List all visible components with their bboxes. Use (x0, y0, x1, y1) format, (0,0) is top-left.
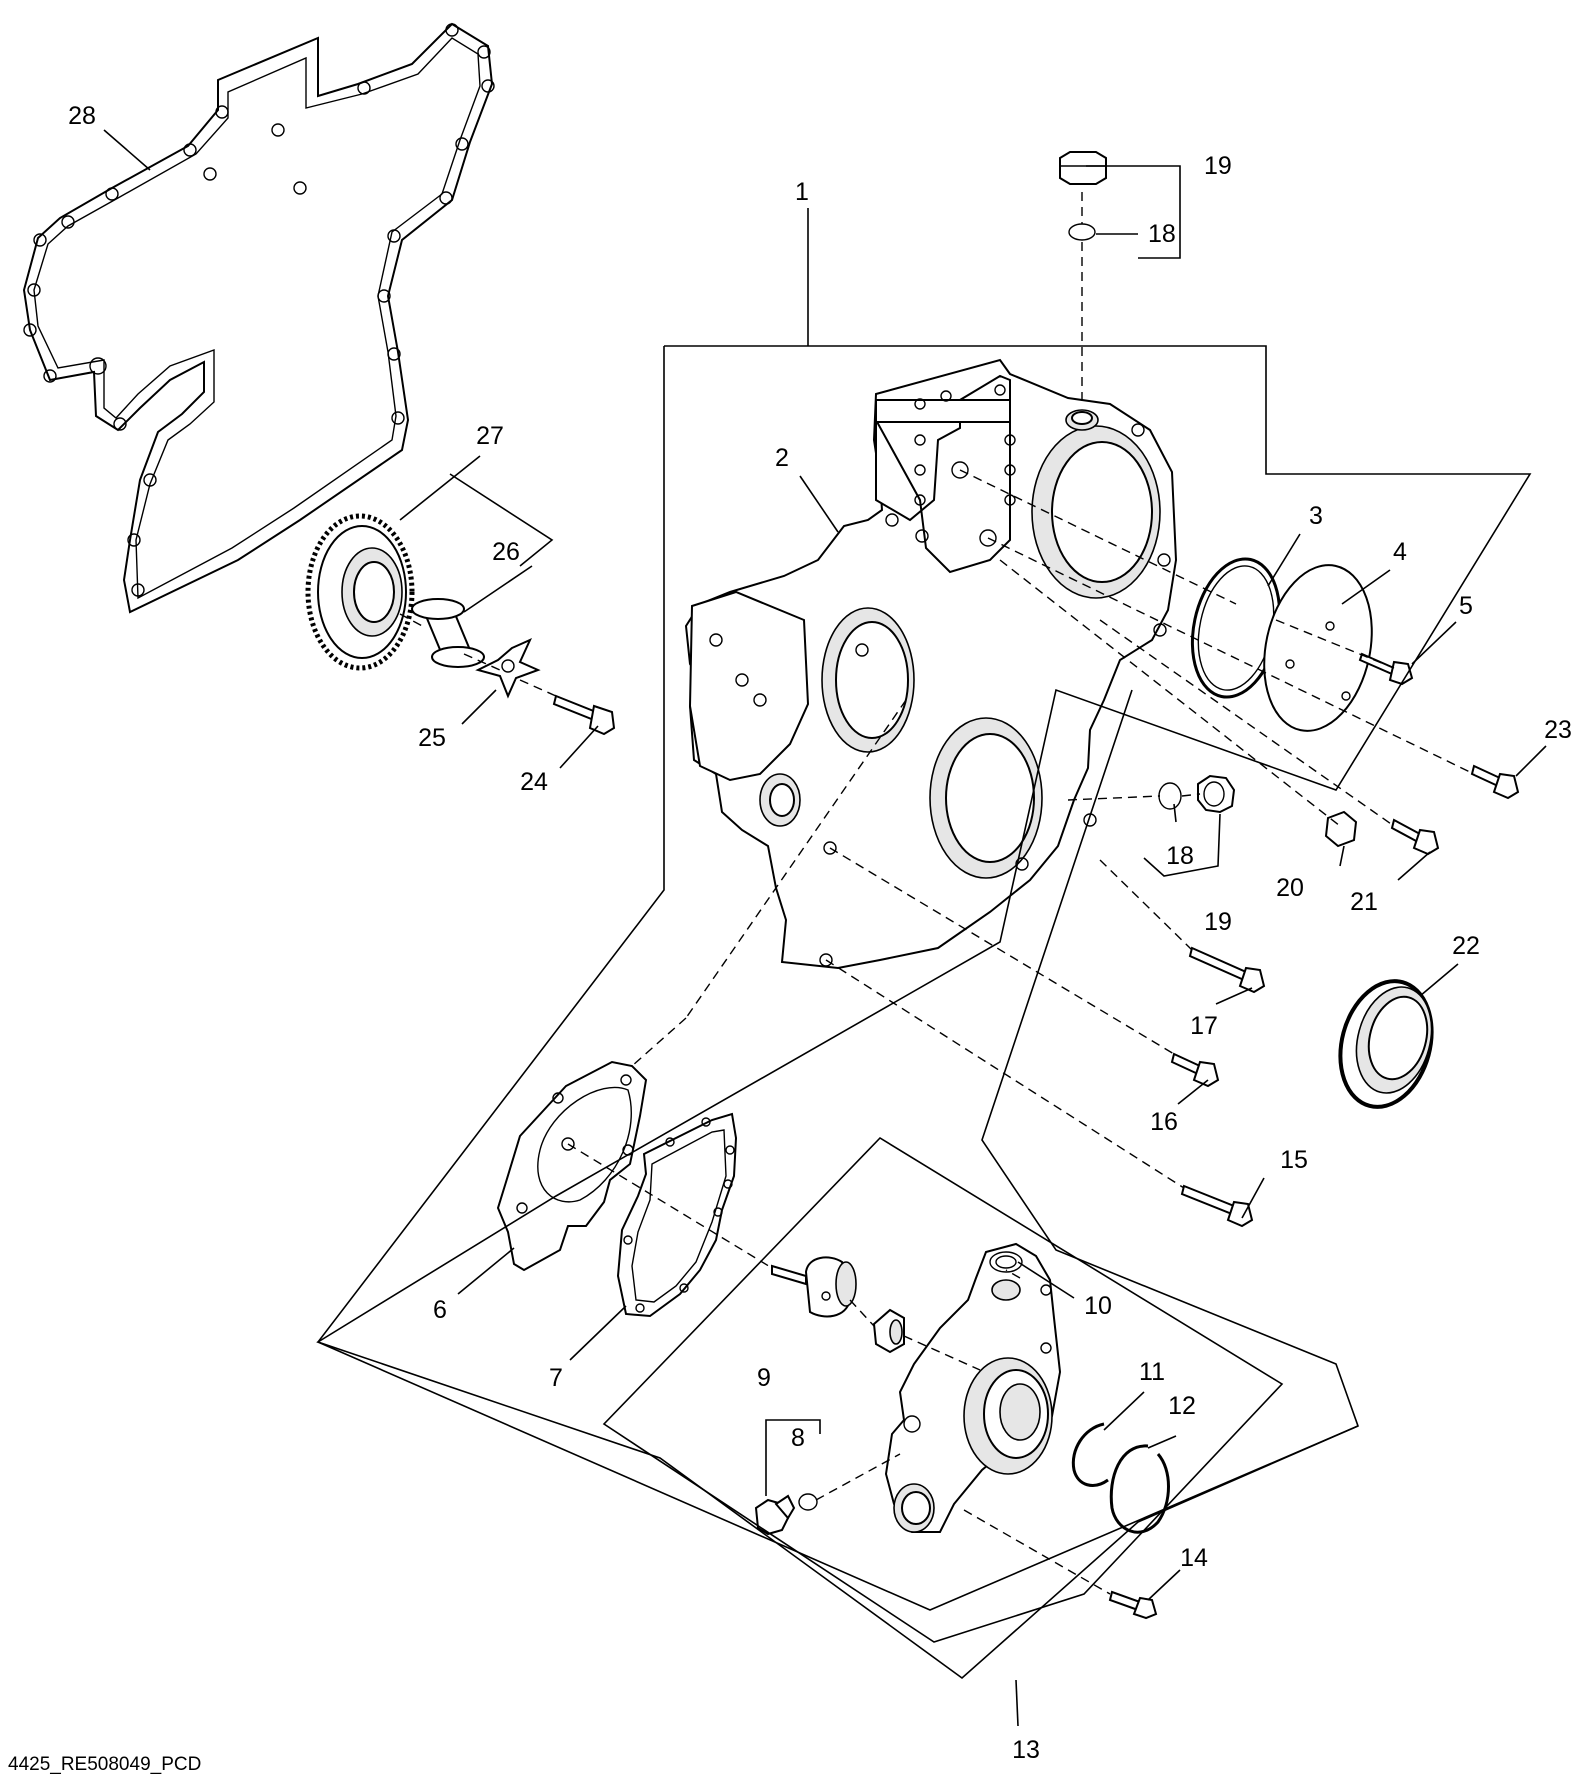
cap-screw-15 (1180, 1184, 1254, 1228)
callout-28: 28 (68, 102, 96, 130)
o-ring-8 (798, 1493, 818, 1511)
cap-screw-16 (1170, 1052, 1220, 1088)
pump-cover-6 (496, 1060, 648, 1272)
pump-rotor (771, 1256, 857, 1318)
bracket-19-18-top (1086, 165, 1181, 259)
thrust-washer-25 (475, 638, 541, 699)
callout-1: 1 (795, 178, 809, 206)
bushing-26 (411, 598, 485, 668)
bracket-19-18-mid (1143, 813, 1221, 877)
callout-13: 13 (1012, 1736, 1040, 1764)
group-bracket-1-main (316, 346, 1359, 1611)
callout-3: 3 (1309, 502, 1323, 530)
bracket-27-26 (449, 473, 554, 567)
callout-24: 24 (520, 768, 548, 796)
callout-21: 21 (1350, 888, 1378, 916)
o-ring-10 (989, 1251, 1023, 1273)
pump-body-13 (884, 1242, 1062, 1533)
callout-12: 12 (1168, 1392, 1196, 1420)
cover-plate-4 (1263, 564, 1373, 732)
callout-19-mid: 19 (1204, 908, 1232, 936)
bracket-9-8 (765, 1419, 821, 1496)
group-bracket-13 (602, 1136, 1284, 1643)
callout-10: 10 (1084, 1292, 1112, 1320)
callout-9: 9 (757, 1364, 771, 1392)
nut-20 (1324, 810, 1358, 848)
gasket-7 (616, 1112, 738, 1318)
snap-ring-11 (1071, 1422, 1109, 1487)
callout-8: 8 (791, 1424, 805, 1452)
leader-lines (103, 129, 1547, 1727)
timing-gear-cover-2 (684, 358, 1178, 970)
callout-19-top: 19 (1204, 152, 1232, 180)
callout-25: 25 (418, 724, 446, 752)
o-ring-18-top (1068, 223, 1096, 241)
callout-26: 26 (492, 538, 520, 566)
oil-seal-22 (1338, 979, 1434, 1109)
cap-screw-17 (1188, 946, 1266, 994)
callout-18-mid: 18 (1166, 842, 1194, 870)
pump-gear-small (872, 1308, 905, 1354)
plug-19-mid (1197, 774, 1236, 814)
callout-7: 7 (549, 1364, 563, 1392)
callout-5: 5 (1459, 592, 1473, 620)
callout-numbers: 1 2 3 4 5 6 7 8 9 10 11 12 13 14 15 16 1… (68, 102, 1572, 1764)
callout-18-top: 18 (1148, 220, 1176, 248)
gasket-28 (22, 22, 495, 614)
callout-27: 27 (476, 422, 504, 450)
alignment-lines (399, 192, 1475, 1595)
cap-screw-5 (1358, 652, 1414, 686)
callout-4: 4 (1393, 538, 1407, 566)
callout-23: 23 (1544, 716, 1572, 744)
callout-15: 15 (1280, 1146, 1308, 1174)
cap-screw-24 (552, 694, 616, 736)
idler-gear-27 (305, 513, 415, 671)
callout-16: 16 (1150, 1108, 1178, 1136)
callout-17: 17 (1190, 1012, 1218, 1040)
retaining-ring-12 (1109, 1444, 1170, 1534)
plug-19-top (1059, 151, 1107, 185)
callout-6: 6 (433, 1296, 447, 1324)
cap-screw-23 (1470, 764, 1520, 800)
diagram-id-label: 4425_RE508049_PCD (8, 1754, 202, 1775)
callout-14: 14 (1180, 1544, 1208, 1572)
cap-screw-21 (1390, 818, 1440, 856)
plug-9 (754, 1494, 796, 1536)
o-ring-18-mid (1158, 782, 1182, 810)
callout-20: 20 (1276, 874, 1304, 902)
cap-screw-14 (1108, 1590, 1158, 1620)
callout-22: 22 (1452, 932, 1480, 960)
callout-2: 2 (775, 444, 789, 472)
callout-11: 11 (1139, 1358, 1165, 1386)
